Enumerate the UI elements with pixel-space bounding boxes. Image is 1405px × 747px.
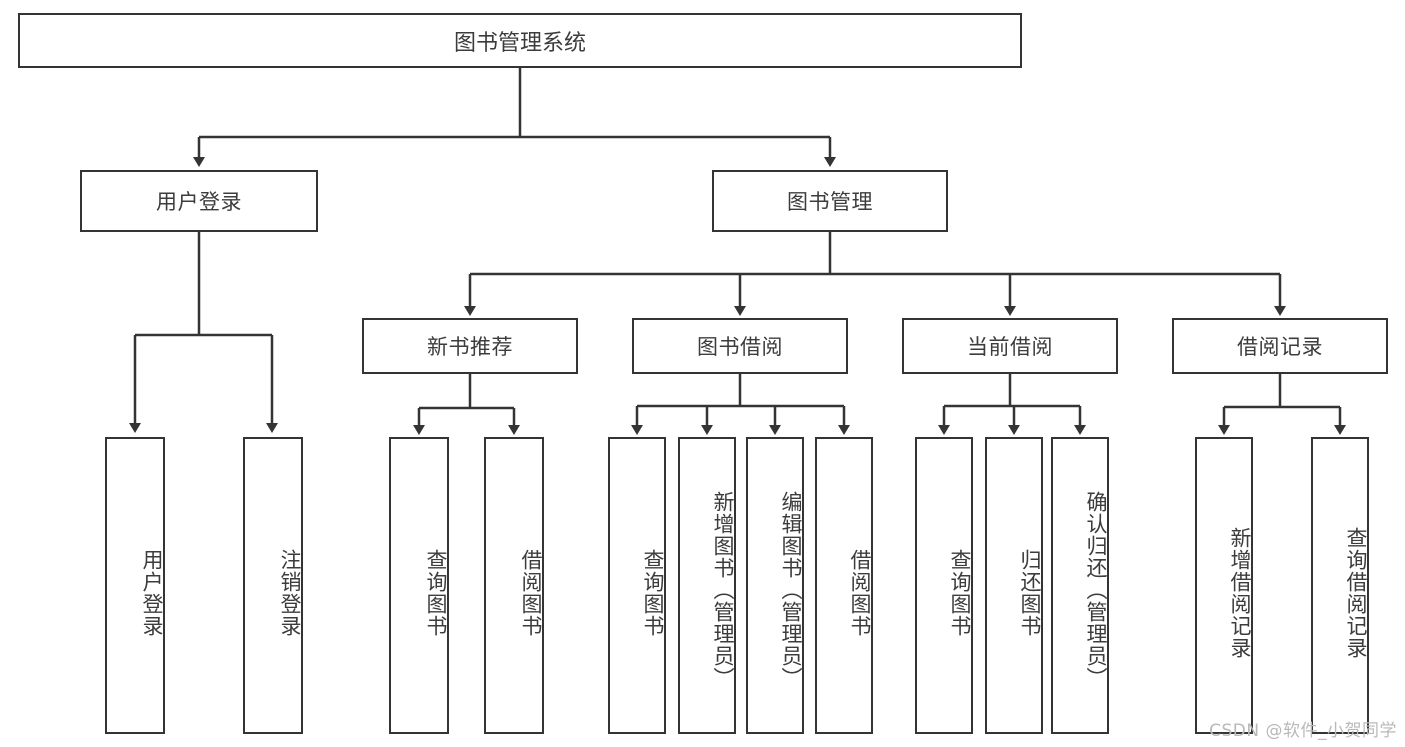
leaf-return-book[interactable]: 归还图书	[985, 437, 1043, 734]
leaf-borrow-book-rec-label: 借阅图书	[519, 548, 543, 637]
node-borrow-record-label: 借阅记录	[1237, 335, 1323, 359]
node-new-book-rec[interactable]: 新书推荐	[362, 318, 578, 374]
leaf-query-book-rec-label: 查询图书	[424, 548, 448, 637]
leaf-confirm-return-admin[interactable]: 确认归还（管理员）	[1051, 437, 1109, 734]
leaf-borrow-book[interactable]: 借阅图书	[815, 437, 873, 734]
node-root-label: 图书管理系统	[453, 30, 586, 56]
leaf-borrow-book-rec[interactable]: 借阅图书	[484, 437, 544, 734]
leaf-user-login[interactable]: 用户登录	[105, 437, 165, 734]
leaf-add-borrow-record-label: 新增借阅记录	[1228, 526, 1252, 659]
node-current-borrow-label: 当前借阅	[967, 335, 1053, 359]
leaf-query-book-cur-label: 查询图书	[948, 548, 972, 637]
leaf-edit-book-admin-label: 编辑图书（管理员）	[779, 490, 803, 689]
leaf-add-book-admin-label: 新增图书（管理员）	[711, 490, 735, 689]
node-root[interactable]: 图书管理系统	[18, 13, 1022, 68]
node-book-manage[interactable]: 图书管理	[712, 170, 948, 232]
csdn-watermark: CSDN @软件_小贺同学	[1209, 721, 1397, 741]
leaf-query-borrow-record-label: 查询借阅记录	[1344, 526, 1368, 659]
node-borrow-record[interactable]: 借阅记录	[1172, 318, 1388, 374]
node-new-book-rec-label: 新书推荐	[427, 335, 513, 359]
leaf-user-logout-label: 注销登录	[278, 548, 302, 637]
leaf-add-borrow-record[interactable]: 新增借阅记录	[1195, 437, 1253, 734]
leaf-query-book-borrow-label: 查询图书	[641, 548, 665, 637]
leaf-return-book-label: 归还图书	[1018, 548, 1042, 637]
leaf-edit-book-admin[interactable]: 编辑图书（管理员）	[746, 437, 804, 734]
node-book-borrow-label: 图书借阅	[697, 335, 783, 359]
leaf-query-borrow-record[interactable]: 查询借阅记录	[1311, 437, 1369, 734]
node-book-manage-label: 图书管理	[787, 190, 873, 214]
leaf-borrow-book-label: 借阅图书	[848, 548, 872, 637]
leaf-query-book-borrow[interactable]: 查询图书	[608, 437, 666, 734]
leaf-query-book-rec[interactable]: 查询图书	[389, 437, 449, 734]
leaf-user-login-label: 用户登录	[140, 548, 164, 637]
node-book-borrow[interactable]: 图书借阅	[632, 318, 848, 374]
node-user-login[interactable]: 用户登录	[80, 170, 318, 232]
node-user-login-label: 用户登录	[156, 190, 242, 214]
leaf-add-book-admin[interactable]: 新增图书（管理员）	[678, 437, 736, 734]
node-current-borrow[interactable]: 当前借阅	[902, 318, 1118, 374]
leaf-query-book-cur[interactable]: 查询图书	[915, 437, 973, 734]
leaf-user-logout[interactable]: 注销登录	[243, 437, 303, 734]
leaf-confirm-return-admin-label: 确认归还（管理员）	[1084, 490, 1108, 689]
